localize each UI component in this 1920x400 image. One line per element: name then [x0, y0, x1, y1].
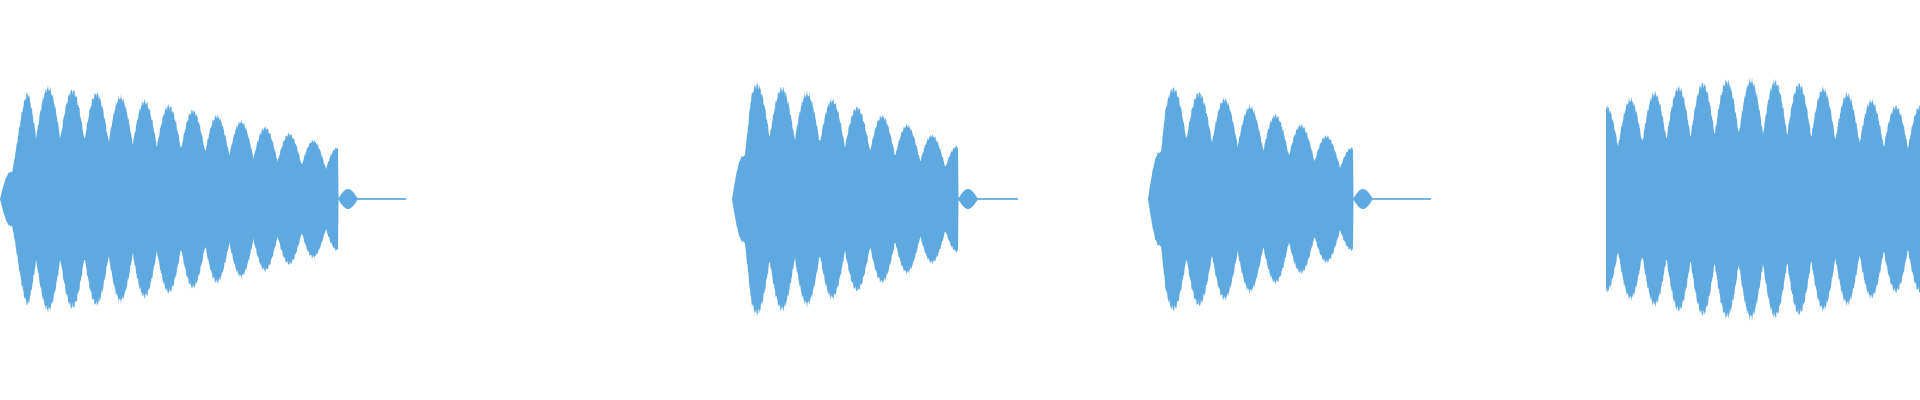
waveform-shape	[1148, 85, 1431, 313]
waveform-clip-2[interactable]	[732, 81, 1018, 317]
waveform-clip-1[interactable]	[0, 84, 406, 314]
waveform-shape	[0, 84, 406, 314]
waveform-clips	[0, 76, 1920, 322]
waveform-shape	[1606, 76, 1920, 322]
waveform-clip-3[interactable]	[1148, 85, 1431, 313]
waveform-shape	[732, 81, 1018, 317]
waveform-clip-4[interactable]	[1606, 76, 1920, 322]
